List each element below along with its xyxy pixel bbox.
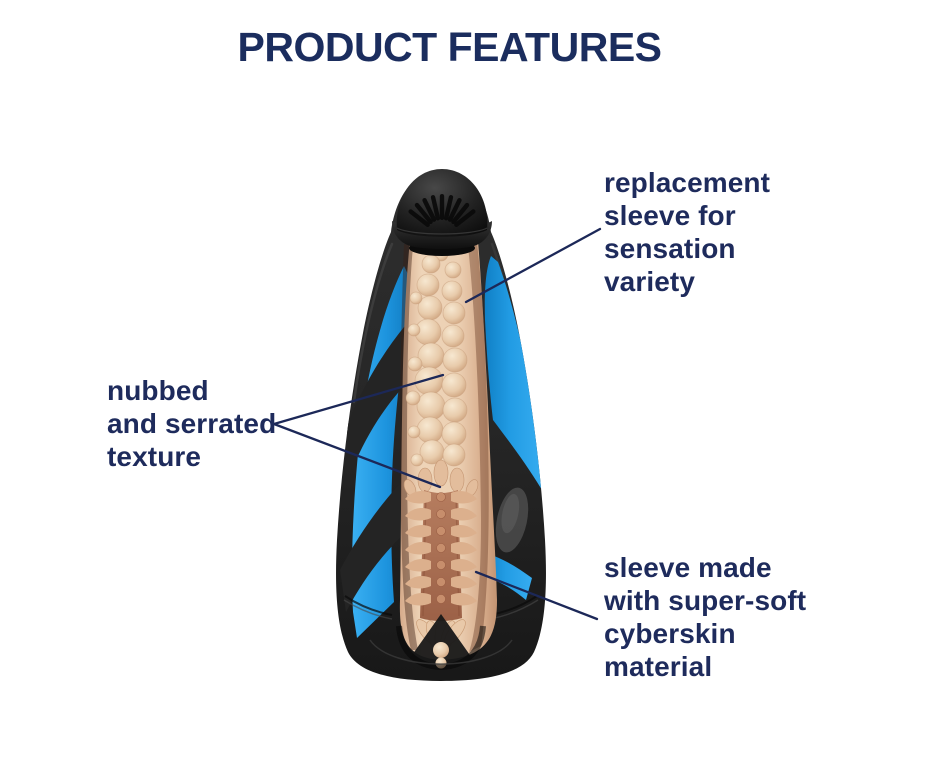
callout-line-replacement-sleeve xyxy=(464,227,602,304)
serrated-texture xyxy=(369,459,513,671)
cap-ridges xyxy=(408,194,476,227)
page-title: PRODUCT FEATURES xyxy=(237,24,662,70)
callout-replacement-sleeve: replacement sleeve for sensation variety xyxy=(604,167,771,297)
callout-lines xyxy=(272,227,602,621)
callout-line-material xyxy=(474,570,599,621)
callout-material: sleeve made with super-soft cyberskin ma… xyxy=(604,552,807,682)
top-cap xyxy=(392,169,492,256)
callout-line-texture xyxy=(272,373,445,489)
blue-accent-right xyxy=(484,256,542,600)
callout-texture: nubbed and serrated texture xyxy=(107,375,277,472)
